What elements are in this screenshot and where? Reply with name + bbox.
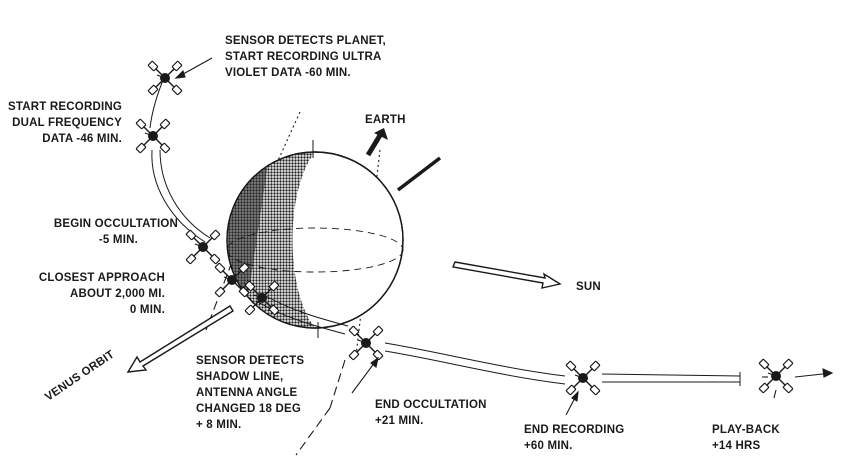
venus-orbit-arrow bbox=[126, 305, 234, 373]
label-closest-approach: CLOSEST APPROACH ABOUT 2,000 MI. 0 MIN. bbox=[38, 272, 165, 316]
spacecraft-plus-21 bbox=[348, 325, 384, 361]
label-end-occultation: END OCCULTATION +21 MIN. bbox=[375, 399, 487, 427]
spacecraft-minus-5 bbox=[185, 229, 221, 265]
spacecraft-minus-46 bbox=[135, 118, 171, 154]
spacecraft-plus-60 bbox=[565, 360, 601, 396]
label-sensor-detects-shadow: SENSOR DETECTS SHADOW LINE, ANTENNA ANGL… bbox=[196, 355, 305, 431]
label-play-back: PLAY-BACK +14 HRS bbox=[712, 424, 780, 452]
label-earth: EARTH bbox=[365, 114, 406, 126]
label-begin-occultation: BEGIN OCCULTATION -5 MIN. bbox=[53, 218, 178, 246]
label-sun: SUN bbox=[576, 281, 601, 293]
label-sensor-detects-planet: SENSOR DETECTS PLANET, START RECORDING U… bbox=[225, 35, 386, 79]
spacecraft-playback bbox=[758, 358, 794, 394]
label-end-recording: END RECORDING +60 MIN. bbox=[524, 424, 625, 452]
label-start-recording-dual: START RECORDING DUAL FREQUENCY DATA -46 … bbox=[8, 101, 122, 145]
sun-direction-arrow bbox=[452, 261, 562, 289]
earth-direction-arrow bbox=[365, 128, 442, 192]
leader-lines bbox=[174, 57, 834, 416]
